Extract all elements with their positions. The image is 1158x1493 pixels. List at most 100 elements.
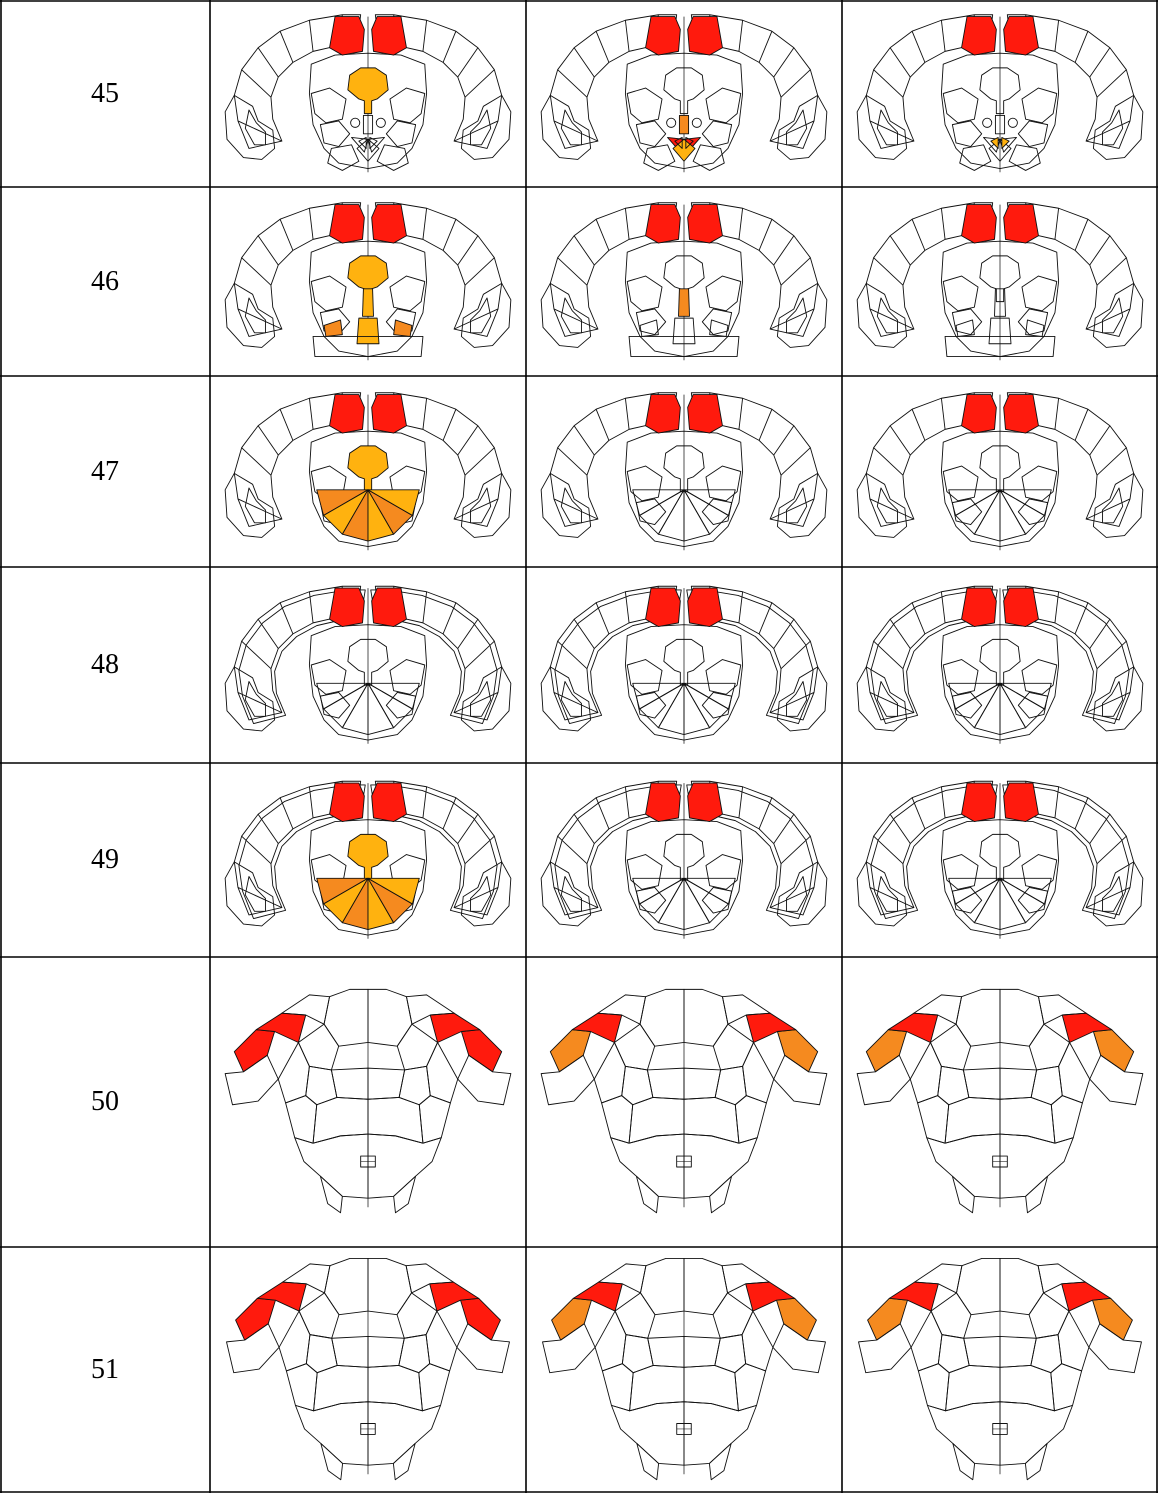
center-block-left: [647, 1335, 685, 1368]
base-left: [926, 1401, 1001, 1466]
inner-wing-lower-right: [1017, 692, 1049, 719]
inner-wing-lower-left: [319, 308, 351, 336]
side-lobe-inner-right: [470, 297, 492, 334]
ventral-plate: [312, 335, 424, 358]
inner-wing-lower-left: [635, 692, 667, 719]
brain-section-diagram: [224, 392, 512, 551]
brain-section-diagram: [540, 202, 828, 361]
bottom-diamond: [356, 138, 380, 162]
side-lobe-inner-right: [786, 487, 808, 524]
top-region-left: [961, 394, 997, 434]
dome-left: [639, 988, 685, 1047]
base-tip-left: [636, 1443, 660, 1481]
brain-section-diagram: [856, 780, 1144, 939]
brain-section-diagram: [856, 202, 1144, 361]
section-label: 47: [91, 455, 119, 487]
fan-segment-5: [999, 877, 1052, 905]
inner-wing-left: [626, 275, 663, 312]
side-lobe-inner-right: [786, 681, 808, 717]
side-lobe-inner-left: [560, 876, 582, 912]
inner-wing-right: [705, 659, 742, 695]
center-block-left: [331, 1335, 369, 1368]
wing-tip-right: [776, 1297, 817, 1341]
section-label: 50: [91, 1086, 119, 1117]
side-region-right: [393, 319, 413, 337]
fan-segment-5: [683, 877, 736, 905]
top-region-right: [1003, 204, 1039, 244]
top-region-left: [329, 587, 365, 627]
wing-tip-right: [1092, 1029, 1135, 1073]
center-blob: [979, 638, 1021, 686]
inner-wing-left: [942, 465, 979, 502]
side-lobe-inner-right: [1102, 109, 1124, 146]
bottom-small-right: [369, 136, 378, 149]
base-right: [683, 1133, 758, 1199]
wing-region-right: [1061, 1012, 1113, 1043]
fan-segment-5: [683, 682, 736, 710]
inner-wing-right: [705, 87, 742, 124]
inner-wing-right: [389, 275, 426, 312]
dome-lower-right: [396, 1023, 439, 1071]
center-blob: [347, 67, 389, 115]
brain-section-diagram: [540, 780, 828, 939]
side-lobe-right: [460, 666, 512, 732]
lower-lobe-left: [601, 1095, 634, 1144]
ventral-plate: [944, 335, 1056, 358]
brain-section-diagram: [224, 14, 512, 173]
base-tip-left: [320, 1443, 344, 1481]
stem: [994, 288, 1006, 317]
base-left: [294, 1133, 369, 1199]
central-body: [940, 430, 1060, 548]
side-lobe-inner-left: [560, 297, 582, 334]
inner-wing-lower-left: [319, 692, 351, 719]
stem: [678, 288, 690, 317]
brain-section-diagram: [542, 1257, 826, 1481]
side-lobe-left: [540, 472, 592, 538]
brain-section-diagram: [858, 1257, 1142, 1481]
wing-tip-left: [233, 1029, 276, 1073]
ventral-pod-left: [643, 144, 676, 171]
center-blob: [663, 833, 705, 881]
center-block-right: [999, 1067, 1038, 1100]
side-lobe-right: [460, 94, 512, 160]
fan-segment-5: [999, 682, 1052, 710]
inner-wing-lower-left: [635, 308, 667, 336]
base-right: [367, 1401, 442, 1466]
inner-wing-right: [389, 659, 426, 695]
top-region-left: [961, 16, 997, 56]
inner-wing-lower-right: [385, 308, 417, 336]
inner-wing-left: [942, 659, 979, 695]
side-lobe-left: [224, 282, 276, 348]
mid-lobe-left: [594, 1310, 627, 1372]
stem: [362, 288, 374, 317]
top-region-right: [1003, 394, 1039, 434]
side-lobe-inner-left: [244, 297, 266, 334]
side-lobe-inner-left: [244, 681, 266, 717]
inner-wing-right: [705, 275, 742, 312]
side-lobe-inner-right: [786, 876, 808, 912]
center-blob: [663, 638, 705, 686]
side-lobe-inner-right: [1102, 487, 1124, 524]
side-lobe-inner-left: [244, 876, 266, 912]
central-body: [624, 624, 744, 741]
dome-right: [999, 988, 1045, 1047]
lower-lobe-left: [917, 1363, 950, 1412]
mid-lobe-left: [278, 1310, 311, 1372]
brain-section-diagram: [856, 988, 1144, 1214]
brain-section-diagram: [540, 392, 828, 551]
brain-section-diagram: [856, 392, 1144, 551]
center-square: [992, 1423, 1008, 1435]
lower-lobe-right: [734, 1095, 767, 1144]
inner-wing-right: [705, 854, 742, 890]
section-label: 45: [91, 77, 119, 109]
dome-right: [367, 988, 413, 1047]
lower-lobe-left: [285, 1363, 318, 1412]
side-lobe-right: [460, 472, 512, 538]
inner-wing-left: [626, 854, 663, 890]
central-body: [940, 819, 1060, 936]
lower-lobe-right: [418, 1363, 451, 1412]
side-lobe-right: [776, 666, 828, 732]
top-region-right: [1003, 587, 1039, 627]
central-body: [308, 52, 428, 170]
brain-section-diagram: [856, 585, 1144, 744]
